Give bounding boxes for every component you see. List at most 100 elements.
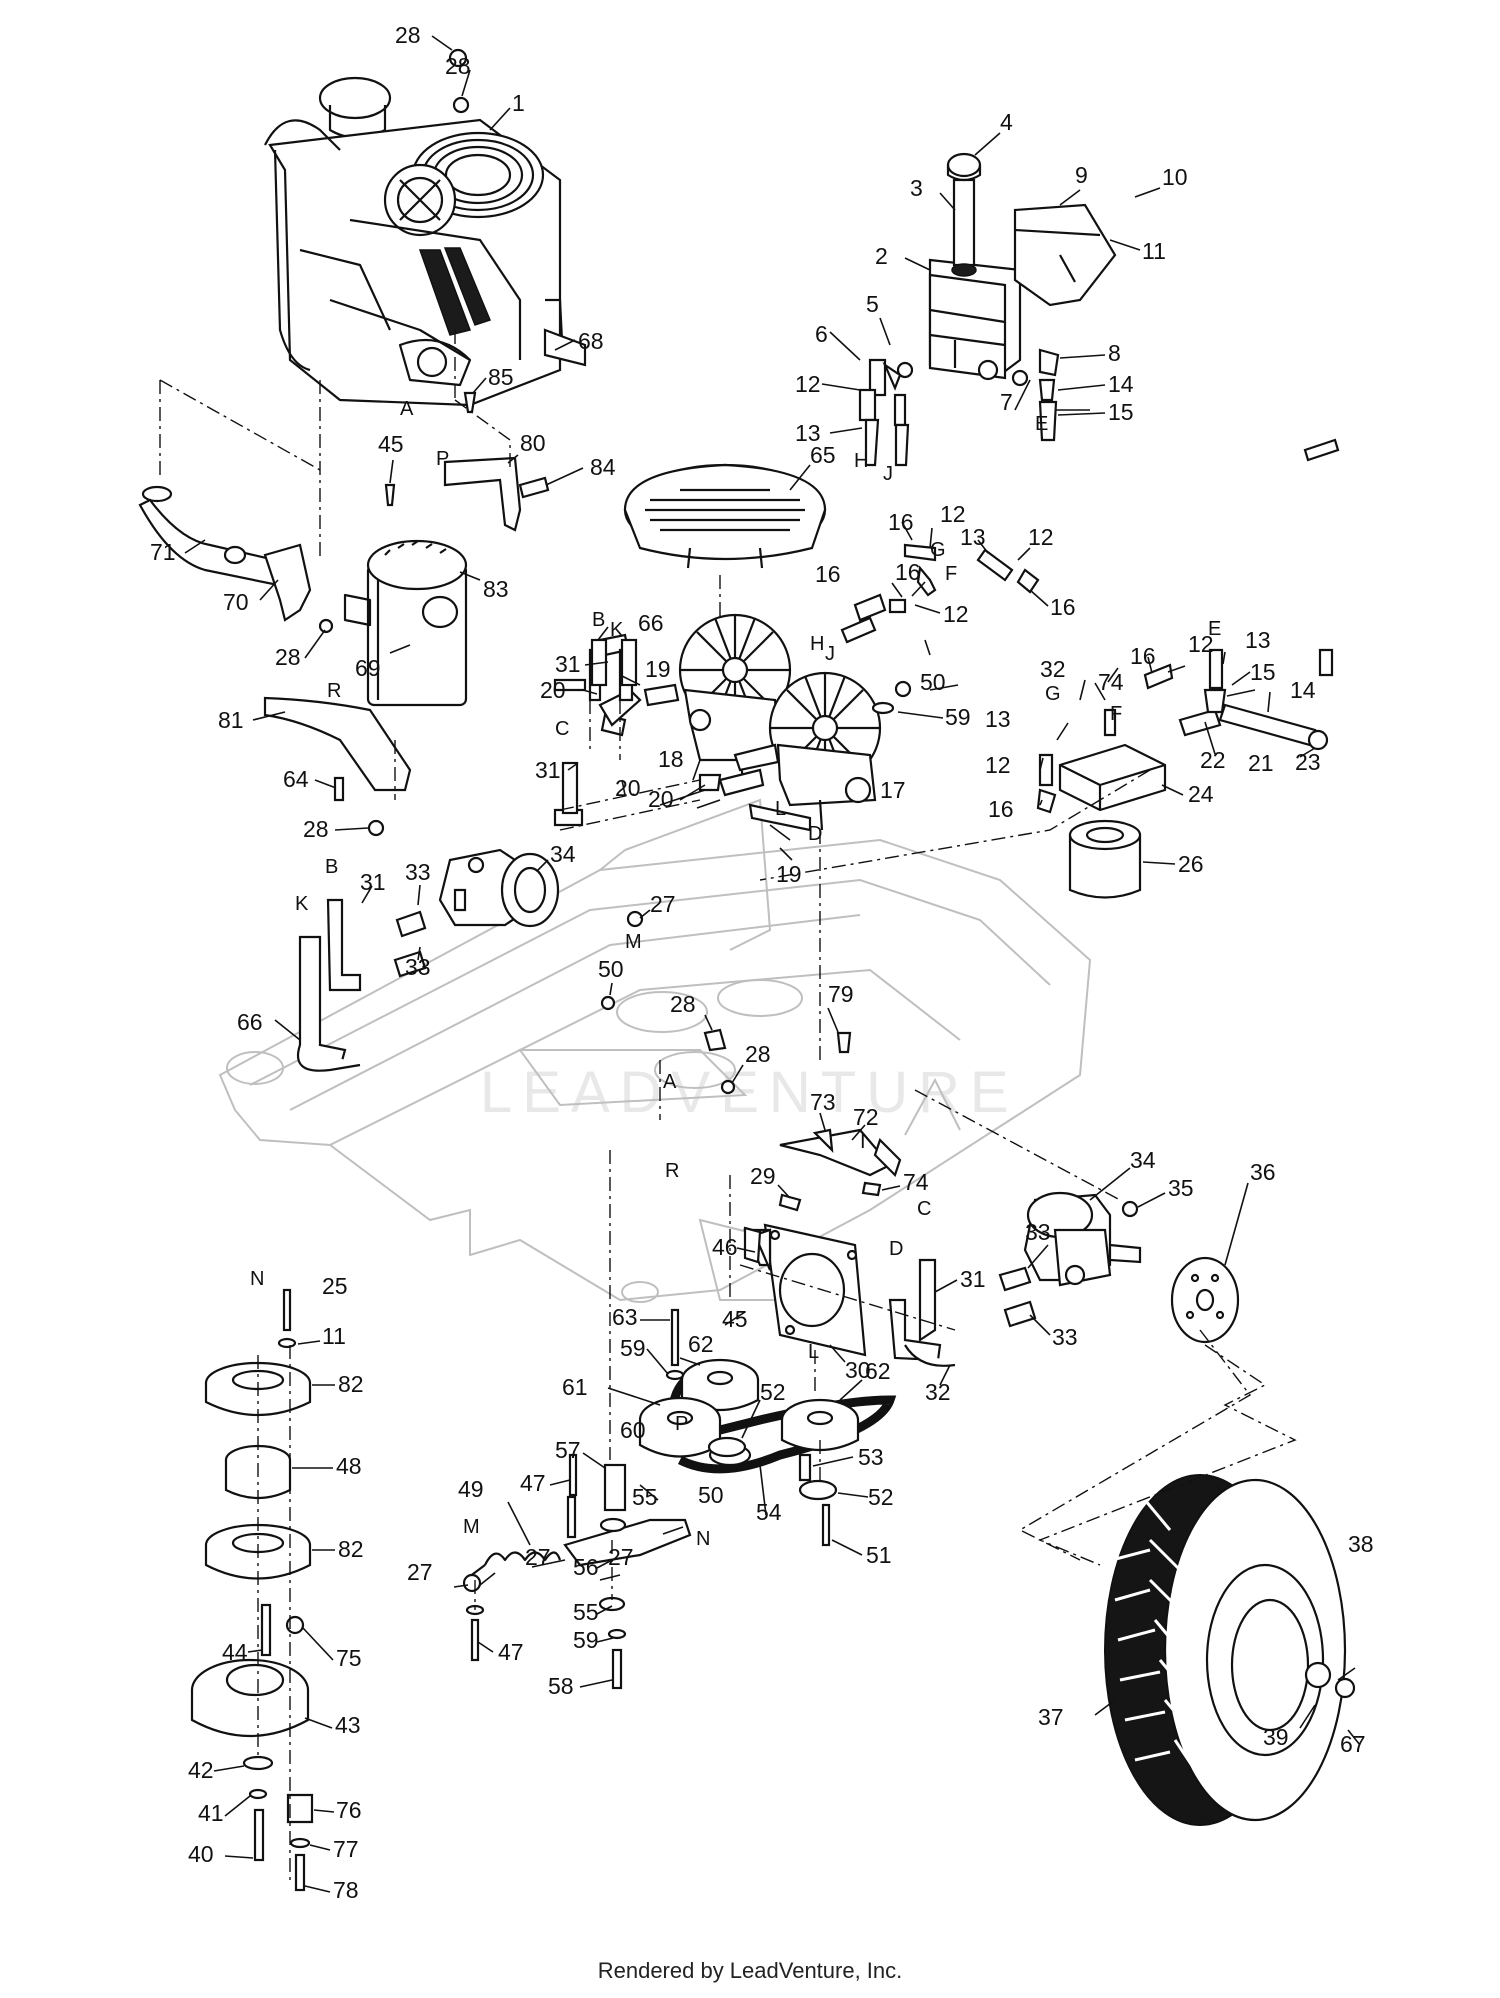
exhaust-brackets [263,456,522,792]
callout: 12 [940,501,966,527]
callout: 41 [198,1800,224,1826]
frame-bracket [743,1128,902,1264]
callout: 12 [1028,524,1054,550]
callout: 58 [548,1673,574,1699]
callout: 17 [880,777,906,803]
callout: 27 [525,1544,551,1570]
callout: 33 [1052,1324,1078,1350]
callout: 11 [1142,238,1166,264]
connector-letter: I [860,1131,866,1153]
callout: 19 [645,656,671,682]
pulley-belt [638,1358,897,1474]
connector-letter: M [463,1516,480,1538]
callout: 20 [648,786,674,812]
callout: 12 [985,752,1011,778]
callout: 61 [562,1374,588,1400]
connector-letter: L [808,1341,819,1363]
callout: 14 [1108,371,1134,397]
callout: 28 [303,816,329,842]
callout: 13 [985,706,1011,732]
callout: 79 [828,981,854,1007]
callout: 16 [1050,594,1076,620]
connector-letter: M [625,931,642,953]
rear-tire [1104,1474,1356,1826]
callout: 27 [407,1559,433,1585]
connector-letter: K [295,893,309,915]
callout: 45 [722,1306,748,1332]
callout: 16 [815,561,841,587]
connector-letter: E [1208,618,1221,640]
callout: 34 [1130,1147,1156,1173]
callout: 9 [1075,162,1088,188]
callout: 40 [188,1841,214,1867]
callout: 16 [888,509,914,535]
callout: 66 [237,1009,263,1035]
callout: 69 [355,655,381,681]
filter-mount [1036,648,1329,814]
callout: 59 [945,704,971,730]
connector-letter: B [592,609,605,631]
callout: 66 [638,610,664,636]
callout: 62 [688,1331,714,1357]
axle-hub [1170,1256,1240,1344]
connector-lines [159,330,1297,1880]
connector-letter: H [810,633,824,655]
footer-credit: Rendered by LeadVenture, Inc. [597,1958,903,1983]
callout: 74 [1098,669,1124,695]
tank-fittings [858,348,1060,467]
engine-plate [743,1223,867,1357]
connector-letter: D [808,823,822,845]
callout: 20 [540,677,566,703]
callout: 16 [988,796,1014,822]
callout: 77 [333,1836,359,1862]
connector-letter: L [775,798,786,820]
callout: 12 [795,371,821,397]
callout: 30 [845,1357,871,1383]
fasteners [318,48,1340,1218]
connector-letter: B [325,856,338,878]
callout: 72 [853,1104,879,1130]
callout: 23 [1295,749,1321,775]
callout: 6 [815,321,828,347]
callout: 64 [283,766,309,792]
exhaust-pipe [138,485,280,587]
callout: 31 [360,869,386,895]
callout: 28 [395,22,421,48]
connector-letter: A [663,1071,677,1093]
callout: 33 [1025,1219,1051,1245]
callout: 5 [866,291,879,317]
transmission-right [768,671,882,831]
callout: 74 [903,1169,929,1195]
connector-letter: J [883,463,893,485]
connector-letter: R [665,1160,679,1182]
callout: 49 [458,1476,484,1502]
connector-letter: G [1045,683,1061,705]
callout: 47 [498,1639,524,1665]
connector-letter: C [555,718,569,740]
connector-letter: A [400,398,414,420]
connector-letter: P [675,1413,688,1435]
callout: 85 [488,364,514,390]
callout: 13 [795,420,821,446]
callout: 82 [338,1371,364,1397]
connector-letter: N [696,1528,710,1550]
connector-letter: J [825,643,835,665]
callout: 43 [335,1712,361,1738]
fuel-bracket [1013,203,1117,307]
connector-letter: G [930,539,946,561]
callout-labels: 28 28 1 68 85 45 80 84 83 71 70 28 69 81… [150,22,1374,1903]
callout: 76 [336,1797,362,1823]
callout: 22 [1200,747,1226,773]
callout: 44 [222,1639,248,1665]
callout: 75 [336,1645,362,1671]
callout: 32 [1040,656,1066,682]
transmission-left [678,613,792,791]
callout: 50 [598,956,624,982]
callout: 68 [578,328,604,354]
callout: 19 [776,861,802,887]
callout: 8 [1108,340,1121,366]
callout: 83 [483,576,509,602]
callout: 33 [405,859,431,885]
connector-letter-labels: A P H J E R B K C G F H J L D E G F B K … [250,398,1221,1550]
